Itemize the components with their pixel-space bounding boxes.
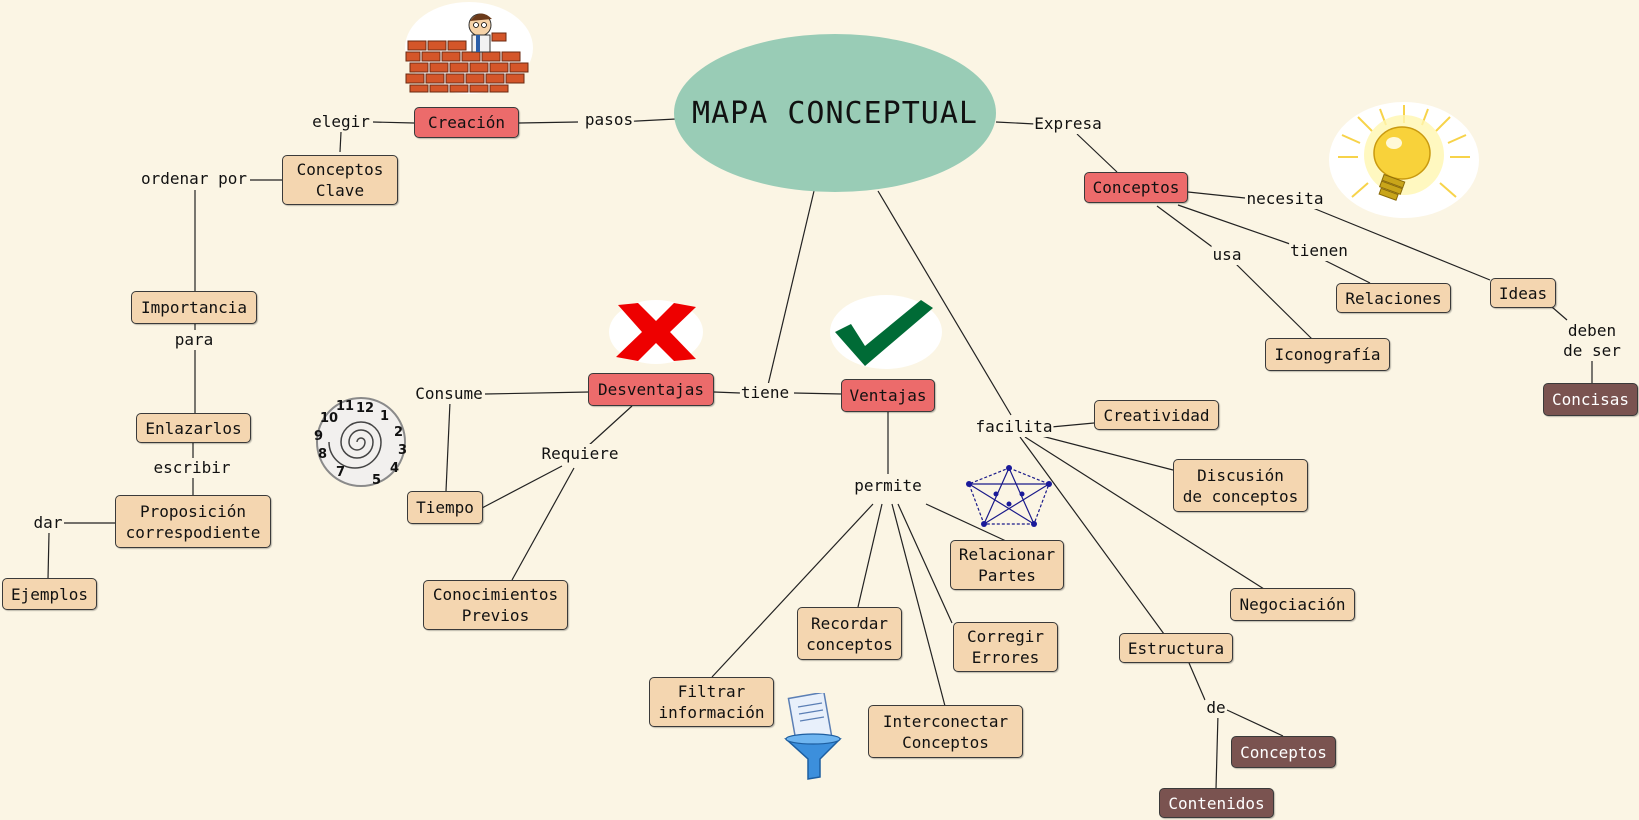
line-facilita-discusion [1029, 432, 1174, 471]
svg-text:8: 8 [318, 447, 327, 462]
link-tienen: tienen [1289, 241, 1349, 261]
funnel-document-icon [784, 693, 842, 780]
line-desventajas-consume [484, 391, 590, 395]
light-bulb-icon [1329, 102, 1479, 218]
link-permite: permite [853, 476, 923, 496]
line-requiere-tiempo [481, 465, 563, 509]
node-creatividad[interactable]: Creatividad [1094, 400, 1219, 430]
line-main-tiene [767, 190, 815, 386]
link-de: de [1205, 698, 1227, 718]
line-estructura-de [1188, 662, 1206, 701]
svg-text:9: 9 [314, 429, 323, 444]
link-ordenar-por: ordenar por [140, 169, 248, 189]
line-usa-iconografia [1235, 263, 1313, 340]
brick-wall-worker-icon [405, 2, 533, 94]
node-enlazarlos[interactable]: Enlazarlos [136, 413, 251, 443]
node-relacionar-partes[interactable]: Relacionar Partes [950, 540, 1064, 590]
line-ideas-deben [1551, 306, 1568, 321]
line-de-contenidos [1215, 713, 1219, 790]
line-permite-corregir [897, 503, 953, 624]
node-conocimientos-previos[interactable]: Conocimientos Previos [423, 580, 568, 630]
node-negociacion[interactable]: Negociación [1230, 588, 1355, 621]
svg-text:2: 2 [394, 425, 403, 440]
link-elegir: elegir [311, 112, 371, 132]
link-dar: dar [32, 513, 64, 533]
line-facilita-negociacion [1024, 436, 1265, 590]
line-pasos-creacion [518, 121, 579, 124]
link-necesita: necesita [1245, 189, 1325, 209]
node-interconectar-conceptos[interactable]: Interconectar Conceptos [868, 705, 1023, 758]
link-escribir: escribir [152, 458, 232, 478]
line-conceptos-tienen [1177, 204, 1291, 245]
link-requiere: Requiere [540, 444, 620, 464]
node-concisas[interactable]: Concisas [1543, 383, 1638, 416]
svg-text:11: 11 [336, 399, 354, 414]
line-tiene-ventajas [793, 392, 843, 395]
node-corregir-errores[interactable]: Corregir Errores [953, 622, 1058, 672]
line-consume-tiempo [445, 401, 451, 492]
line-conceptos-usa [1156, 205, 1216, 250]
svg-text:4: 4 [390, 461, 399, 476]
line-permite-recordar [857, 503, 883, 608]
node-contenidos[interactable]: Contenidos [1159, 788, 1274, 818]
link-usa: usa [1211, 245, 1243, 265]
node-recordar-conceptos[interactable]: Recordar conceptos [797, 607, 902, 660]
line-elegir-conceptosclave [339, 131, 342, 153]
node-filtrar-informacion[interactable]: Filtrar información [649, 677, 774, 727]
node-tiempo[interactable]: Tiempo [407, 491, 483, 524]
node-ideas[interactable]: Ideas [1490, 278, 1556, 308]
line-creacion-elegir [372, 121, 415, 124]
link-pasos: pasos [583, 110, 635, 130]
svg-text:1: 1 [380, 409, 389, 424]
link-para: para [173, 330, 215, 350]
node-conceptos[interactable]: Conceptos [1084, 172, 1188, 203]
node-desventajas[interactable]: Desventajas [588, 373, 714, 406]
line-main-facilita [877, 190, 1012, 416]
svg-text:3: 3 [398, 443, 407, 458]
line-tienen-relaciones [1319, 257, 1371, 284]
node-ejemplos[interactable]: Ejemplos [2, 578, 97, 610]
node-conceptos-estructura[interactable]: Conceptos [1231, 736, 1336, 768]
node-conceptos-clave[interactable]: Conceptos Clave [282, 155, 398, 205]
line-expresa-conceptos [1076, 133, 1118, 173]
map-title: MAPA CONCEPTUAL [692, 95, 978, 131]
node-ventajas[interactable]: Ventajas [841, 379, 935, 412]
node-importancia[interactable]: Importancia [131, 291, 257, 324]
node-proposicion[interactable]: Proposición correspodiente [115, 495, 271, 548]
line-conceptos-necesita [1187, 191, 1246, 199]
line-dar-ejemplos [47, 532, 50, 580]
line-permite-relacionar [925, 503, 1007, 542]
main-concept-ellipse: MAPA CONCEPTUAL [674, 34, 996, 192]
green-check-icon [830, 295, 942, 369]
line-desventajas-requiere [587, 405, 633, 447]
link-facilita: facilita [974, 417, 1054, 437]
line-facilita-estructura [1019, 436, 1165, 635]
red-x-icon [609, 300, 703, 364]
network-star-icon [966, 465, 1052, 527]
node-iconografia[interactable]: Iconografía [1265, 338, 1390, 371]
node-estructura[interactable]: Estructura [1119, 633, 1233, 663]
link-expresa: Expresa [1033, 114, 1103, 134]
node-discusion-conceptos[interactable]: Discusión de conceptos [1173, 459, 1308, 512]
line-facilita-creatividad [1050, 422, 1095, 428]
line-requiere-conocimientos [511, 467, 575, 581]
link-deben-de-ser: deben de ser [1562, 321, 1622, 361]
line-de-conceptos [1226, 709, 1284, 737]
line-permite-interconectar [891, 503, 946, 707]
svg-text:10: 10 [320, 411, 338, 426]
node-relaciones[interactable]: Relaciones [1336, 283, 1451, 313]
svg-text:5: 5 [372, 473, 381, 488]
line-necesita-ideas [1307, 205, 1491, 281]
link-consume: Consume [414, 384, 484, 404]
svg-text:12: 12 [356, 401, 374, 416]
link-tiene: tiene [739, 383, 791, 403]
node-creacion[interactable]: Creación [414, 107, 519, 138]
line-main-expresa [995, 121, 1036, 125]
line-tiene-desventajas [713, 391, 741, 394]
svg-text:7: 7 [336, 465, 345, 480]
line-permite-filtrar [711, 503, 874, 678]
